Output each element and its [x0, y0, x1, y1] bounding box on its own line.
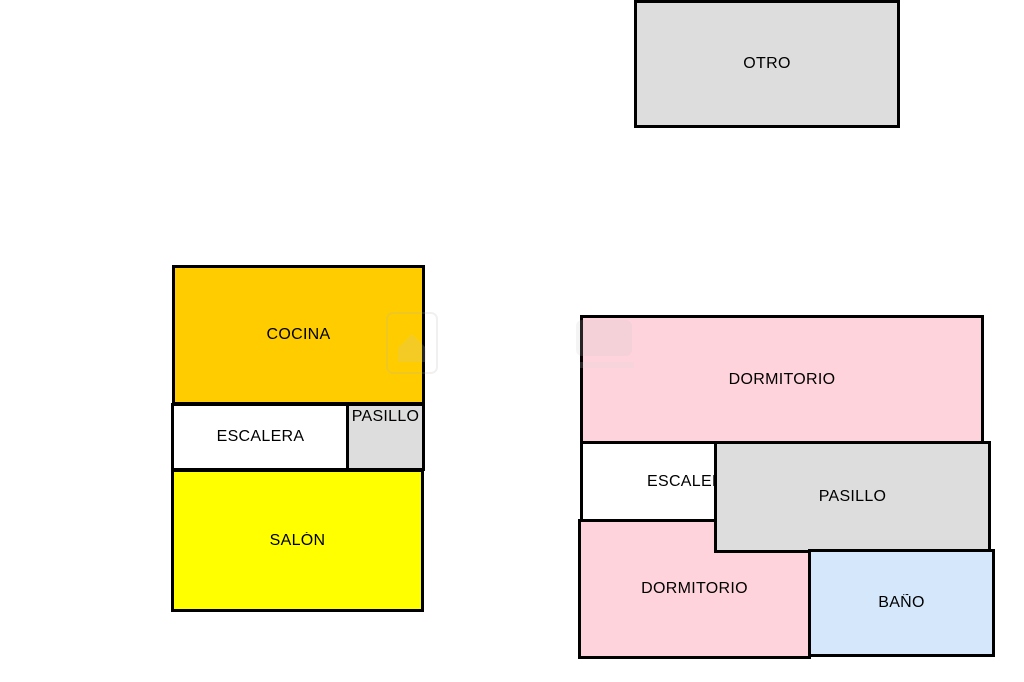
room-otro: OTRO: [634, 0, 900, 128]
room-pasillo-right: PASILLO: [714, 441, 991, 553]
room-pasillo-left: PASILLO: [346, 403, 425, 471]
room-escalera-right: ESCALERA: [580, 441, 720, 522]
room-bano: BAÑO: [808, 549, 995, 657]
room-cocina: COCINA: [172, 265, 425, 405]
room-label-pasillo-right: PASILLO: [818, 488, 887, 505]
room-dormitorio-1: DORMITORIO: [580, 315, 984, 444]
room-salon: SALÓN: [171, 469, 424, 612]
room-label-cocina: COCINA: [266, 326, 331, 343]
room-label-escalera: ESCALERA: [216, 428, 305, 445]
room-label-pasillo: PASILLO: [351, 408, 420, 425]
room-label-otro: OTRO: [743, 55, 791, 72]
room-escalera-left: ESCALERA: [171, 403, 350, 471]
room-label-bano: BAÑO: [878, 594, 925, 611]
room-label-dormitorio-1: DORMITORIO: [728, 370, 836, 388]
room-label-salon: SALÓN: [269, 531, 326, 549]
room-label-escalera-right: ESCALERA: [647, 472, 717, 490]
room-label-dormitorio-2: DORMITORIO: [641, 580, 748, 597]
